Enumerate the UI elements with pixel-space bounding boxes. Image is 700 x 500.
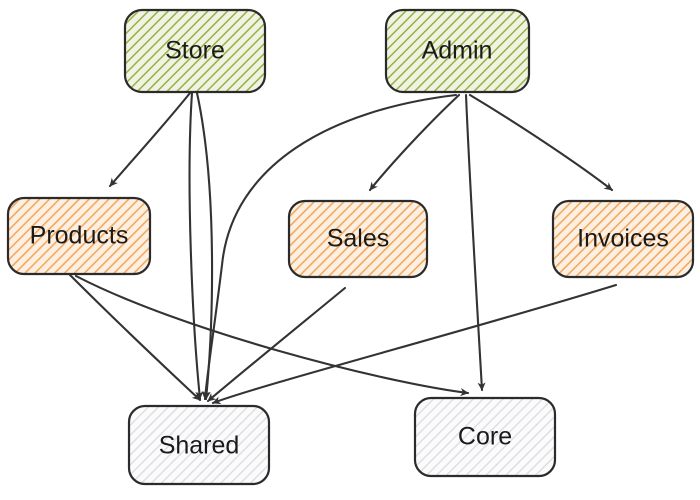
edges-layer xyxy=(68,91,618,405)
node-products[interactable]: Products xyxy=(6,196,152,276)
edge-admin-to-sales xyxy=(368,93,461,192)
node-admin[interactable]: Admin xyxy=(384,8,531,94)
edge-products-to-core xyxy=(74,274,470,397)
edge-admin-to-invoices xyxy=(468,93,614,192)
edge-store-to-products xyxy=(108,91,192,188)
nodes-layer: Store Admin Products Sales Invoices Shar… xyxy=(6,8,695,486)
edge-admin-to-shared xyxy=(201,93,458,401)
node-shared[interactable]: Shared xyxy=(127,404,271,486)
edge-sales-to-shared xyxy=(206,286,347,403)
node-core[interactable]: Core xyxy=(413,396,557,478)
edge-admin-to-core xyxy=(464,93,486,392)
edge-invoices-to-shared xyxy=(211,283,618,405)
edge-products-to-shared xyxy=(68,273,202,402)
node-invoices[interactable]: Invoices xyxy=(551,199,695,279)
edge-store-to-shared-1 xyxy=(188,91,204,401)
node-store[interactable]: Store xyxy=(123,8,267,94)
node-sales[interactable]: Sales xyxy=(287,199,429,279)
